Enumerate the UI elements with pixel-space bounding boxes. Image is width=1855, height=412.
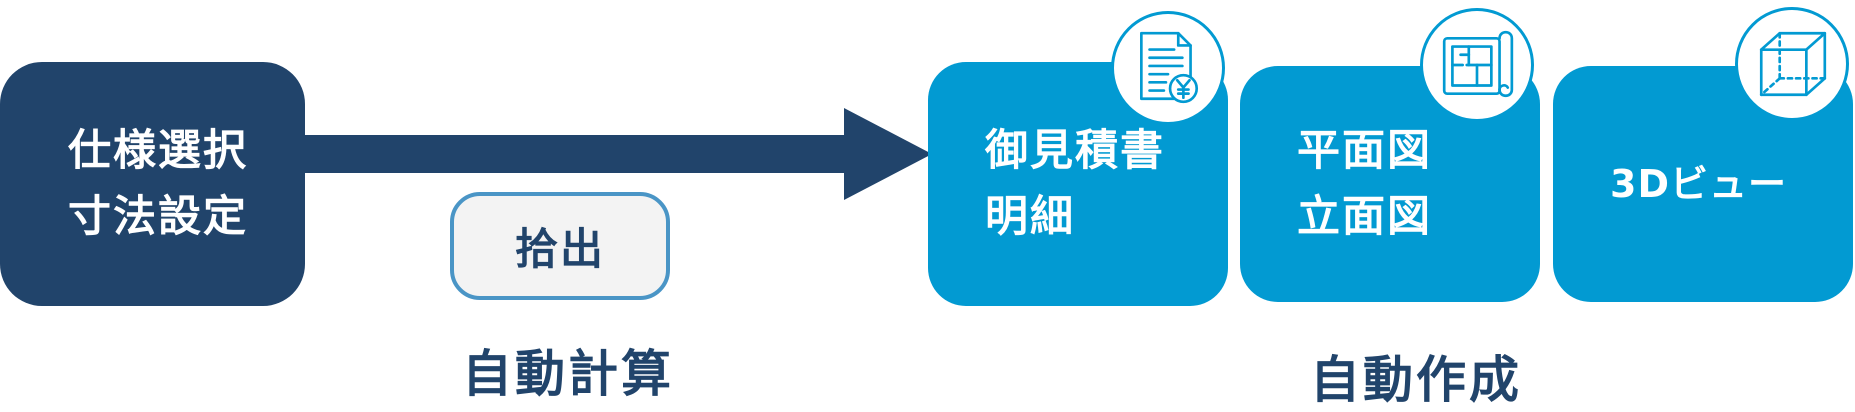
auto-create-caption: 自動作成: [1310, 351, 1522, 409]
output-line: 立面図: [1297, 192, 1432, 242]
estimate-badge: [1111, 11, 1225, 125]
floor-plan-scroll-icon: [1442, 30, 1514, 98]
3d-badge: [1735, 7, 1849, 121]
plan-badge: [1420, 8, 1534, 122]
estimate-document-yen-icon: [1140, 31, 1199, 104]
input-box: 仕様選択 寸法設定: [0, 62, 305, 306]
output-line: 御見積書: [985, 126, 1165, 176]
3d-cube-icon: [1759, 31, 1827, 97]
output-line: 3Dビュー: [1610, 162, 1787, 206]
auto-calc-caption: 自動計算: [462, 345, 674, 403]
output-line: 明細: [985, 192, 1075, 242]
extract-button[interactable]: 拾出: [450, 192, 670, 300]
input-line: 寸法設定: [68, 192, 248, 242]
input-line: 仕様選択: [68, 126, 248, 176]
output-line: 平面図: [1297, 126, 1432, 176]
process-arrow: [300, 108, 932, 200]
